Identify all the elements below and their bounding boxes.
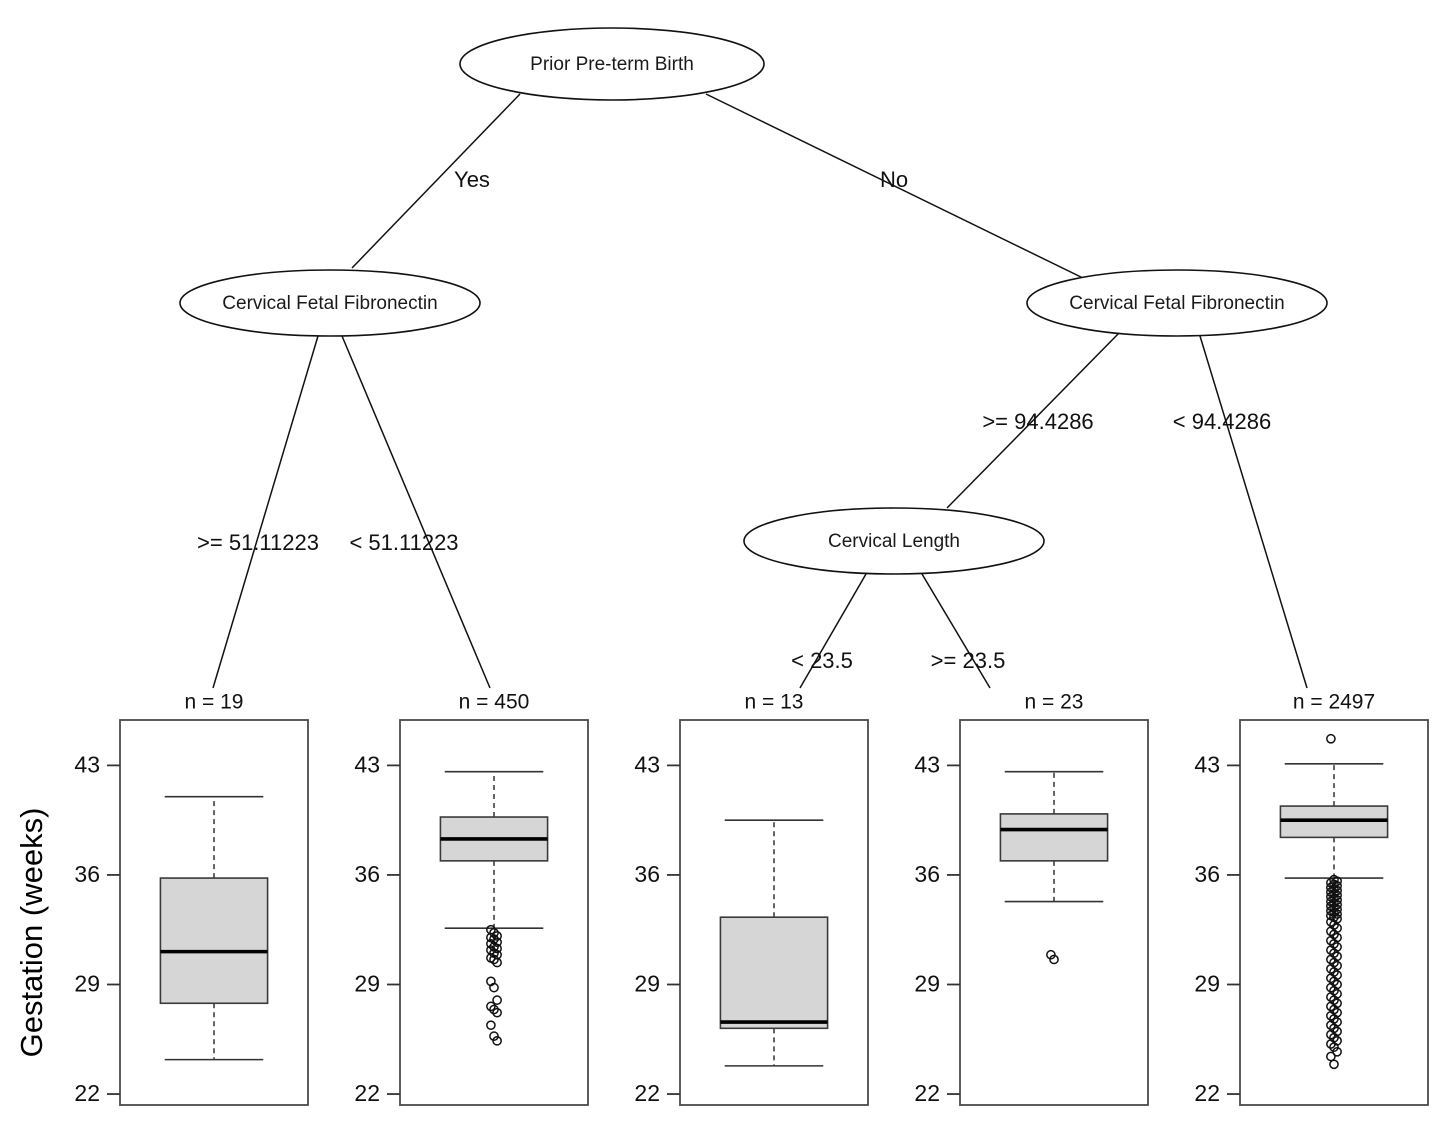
node-label: Cervical Fetal Fibronectin <box>1069 293 1284 314</box>
boxplot-panel-leaf5: n = 2497 22 29 36 43 <box>1194 691 1429 1106</box>
outlier-point <box>492 995 502 1005</box>
node-label: Cervical Fetal Fibronectin <box>222 293 437 314</box>
node-ellipse <box>459 27 765 101</box>
outlier-point <box>1326 963 1336 974</box>
edge-label-clen-leaf3: < 23.5 <box>791 648 853 673</box>
node-ellipse <box>1026 269 1328 337</box>
edge-label-root-ffn_r: No <box>880 167 908 192</box>
outlier-point <box>1332 909 1342 919</box>
outlier-point <box>492 931 502 941</box>
tree-node-ffn_r[interactable]: Cervical Fetal Fibronectin <box>1026 269 1328 337</box>
y-tick-label: 36 <box>354 861 380 887</box>
y-tick-label: 22 <box>74 1080 100 1106</box>
y-tick-label: 22 <box>1194 1080 1220 1106</box>
y-axis-label: Gestation (weeks) <box>14 808 49 1058</box>
node-label: Cervical Length <box>828 531 960 552</box>
panel-n-label: n = 13 <box>745 691 804 714</box>
y-tick-label: 22 <box>914 1080 940 1106</box>
outlier-point <box>489 982 499 993</box>
y-tick-label: 36 <box>74 861 100 887</box>
box-iqr <box>999 813 1109 862</box>
panel-n-label: n = 19 <box>185 691 244 714</box>
box-iqr <box>719 916 829 1030</box>
y-tick-label: 29 <box>1194 971 1220 997</box>
outlier-point <box>1326 945 1336 955</box>
y-tick-label: 43 <box>354 751 380 777</box>
y-tick-label: 36 <box>634 861 660 887</box>
outlier-point <box>1326 1020 1336 1031</box>
tree-edge-ffn_r-leaf5 <box>1199 335 1308 689</box>
boxplot-panel-leaf3: n = 13 22 29 36 43 <box>634 691 869 1106</box>
outlier-point <box>1326 917 1336 927</box>
outlier-point <box>1326 954 1336 965</box>
node-label: Prior Pre-term Birth <box>530 54 694 75</box>
y-axis-label-group: Gestation (weeks) <box>14 808 49 1058</box>
y-tick-label: 36 <box>914 861 940 887</box>
outlier-point <box>486 1001 496 1012</box>
outlier-point <box>492 1035 502 1046</box>
outlier-point <box>1326 926 1336 937</box>
outlier-point <box>1326 982 1336 993</box>
node-ellipse <box>179 269 481 337</box>
outlier-point <box>1326 935 1336 946</box>
outlier-point <box>486 1020 496 1031</box>
boxplot-panel-leaf2: n = 450 22 29 36 43 <box>354 691 589 1106</box>
y-tick-label: 29 <box>634 971 660 997</box>
tree-node-ffn_l[interactable]: Cervical Fetal Fibronectin <box>179 269 481 337</box>
panel-n-label: n = 450 <box>459 691 530 714</box>
boxplot-panel-leaf1: n = 19 22 29 36 43 <box>74 691 309 1106</box>
outlier-point <box>489 1004 499 1015</box>
edge-label-clen-leaf4: >= 23.5 <box>931 648 1006 673</box>
boxplot-panel-leaf4: n = 23 22 29 36 43 <box>914 691 1149 1106</box>
tree-edge-clen-leaf4 <box>921 573 991 689</box>
outlier-point <box>1049 954 1059 965</box>
edge-label-ffn_r-leaf5: < 94.4286 <box>1173 409 1271 434</box>
outlier-point <box>1329 1059 1339 1070</box>
outlier-point <box>1332 1046 1342 1057</box>
edge-label-ffn_l-leaf2: < 51.11223 <box>349 530 458 555</box>
outlier-point <box>1326 733 1336 744</box>
outlier-point <box>489 954 499 965</box>
outlier-point <box>1326 1010 1336 1021</box>
tree-node-clen[interactable]: Cervical Length <box>743 507 1045 575</box>
outlier-point <box>492 1007 502 1018</box>
y-tick-label: 43 <box>1194 751 1220 777</box>
y-tick-label: 29 <box>914 971 940 997</box>
tree-node-root[interactable]: Prior Pre-term Birth <box>459 27 765 101</box>
tree-edge-root-ffn_l <box>351 93 521 269</box>
y-tick-label: 43 <box>634 751 660 777</box>
box-iqr <box>159 877 269 1005</box>
outlier-point <box>492 957 502 968</box>
outlier-point <box>1326 1029 1336 1040</box>
edge-label-ffn_l-leaf1: >= 51.11223 <box>197 530 319 555</box>
tree-edge-clen-leaf3 <box>799 573 867 689</box>
y-tick-label: 36 <box>1194 861 1220 887</box>
tree-edge-ffn_r-clen <box>946 331 1121 509</box>
outlier-point <box>1326 1001 1336 1012</box>
edge-label-ffn_r-clen: >= 94.4286 <box>982 409 1093 434</box>
panel-n-label: n = 2497 <box>1293 691 1375 714</box>
tree-edge-labels: Yes No >= 51.11223 < 51.11223 >= 94.4286 < 94… <box>197 167 1271 673</box>
tree-edge-ffn_l-leaf2 <box>341 335 491 689</box>
tree-edge-root-ffn_r <box>705 93 1086 280</box>
y-tick-label: 43 <box>74 751 100 777</box>
boxplot-panels: n = 19 22 29 36 43 n = 450 22 29 36 43 n = 13 22 29 3… <box>74 691 1429 1106</box>
y-tick-label: 43 <box>914 751 940 777</box>
tree-edge-ffn_l-leaf1 <box>212 335 319 689</box>
outlier-point <box>1326 1039 1336 1049</box>
outlier-point <box>486 938 496 949</box>
outlier-point <box>1326 992 1336 1002</box>
panel-n-label: n = 23 <box>1025 691 1084 714</box>
y-tick-label: 29 <box>354 971 380 997</box>
y-tick-label: 29 <box>74 971 100 997</box>
node-ellipse <box>743 507 1045 575</box>
y-tick-label: 22 <box>354 1080 380 1106</box>
y-tick-label: 22 <box>634 1080 660 1106</box>
outlier-point <box>1326 973 1336 984</box>
edge-label-root-ffn_l: Yes <box>454 167 490 192</box>
tree-links-group <box>212 93 1308 689</box>
